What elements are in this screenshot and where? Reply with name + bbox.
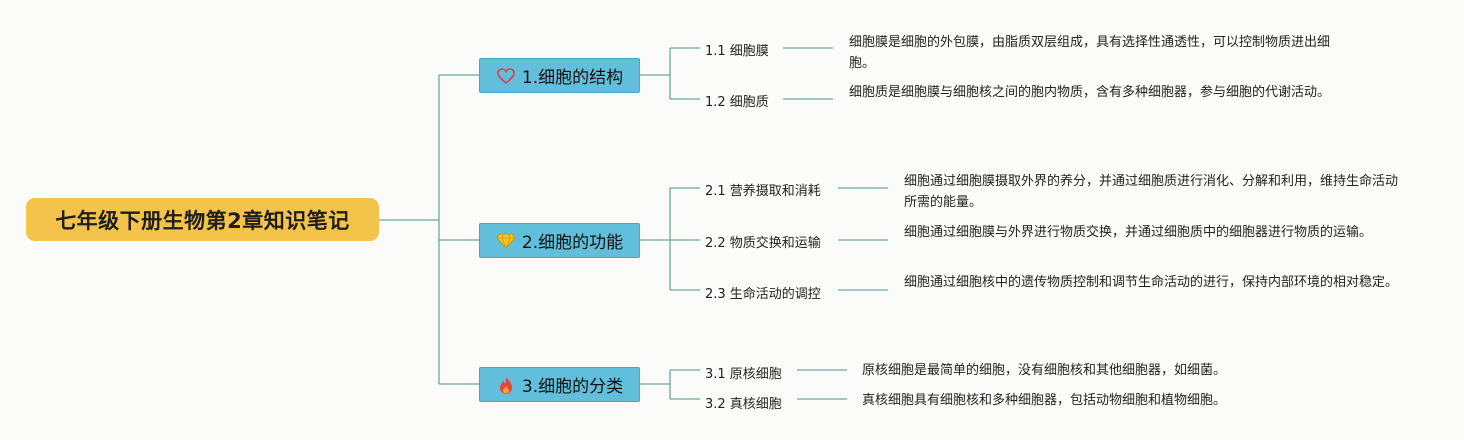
note-text: 细胞通过细胞膜摄取外界的养分，并通过细胞质进行消化、分解和利用，维持生命活动所需… <box>904 174 1399 210</box>
subtopic-prokaryote[interactable]: 3.1 原核细胞 <box>705 363 782 382</box>
heart-icon <box>496 66 516 86</box>
note-text: 细胞膜是细胞的外包膜，由脂质双层组成，具有选择性通透性，可以控制物质进出细胞。 <box>849 35 1331 71</box>
subtopic-label: 2.1 营养摄取和消耗 <box>705 184 821 199</box>
root-topic[interactable]: 七年级下册生物第2章知识笔记 <box>26 198 379 241</box>
subtopic-label: 3.1 原核细胞 <box>705 367 782 382</box>
note-prokaryote: 原核细胞是最简单的细胞，没有细胞核和其他细胞器，如细菌。 <box>862 360 1332 381</box>
subtopic-label: 2.2 物质交换和运输 <box>705 236 821 251</box>
subtopic-label: 1.1 细胞膜 <box>705 44 769 59</box>
subtopic-eukaryote[interactable]: 3.2 真核细胞 <box>705 393 782 412</box>
note-regulation: 细胞通过细胞核中的遗传物质控制和调节生命活动的进行，保持内部环境的相对稳定。 <box>904 272 1399 293</box>
branch-cell-function[interactable]: 2.细胞的功能 <box>479 223 640 258</box>
subtopic-cytoplasm[interactable]: 1.2 细胞质 <box>705 91 769 110</box>
subtopic-regulation[interactable]: 2.3 生命活动的调控 <box>705 283 821 302</box>
note-text: 真核细胞具有细胞核和多种细胞器，包括动物细胞和植物细胞。 <box>862 393 1227 408</box>
note-cell-membrane: 细胞膜是细胞的外包膜，由脂质双层组成，具有选择性通透性，可以控制物质进出细胞。 <box>849 32 1344 74</box>
fire-icon <box>496 375 516 395</box>
subtopic-cell-membrane[interactable]: 1.1 细胞膜 <box>705 40 769 59</box>
subtopic-nutrition[interactable]: 2.1 营养摄取和消耗 <box>705 180 821 199</box>
branch-title: 2.细胞的功能 <box>521 233 624 253</box>
note-text: 细胞通过细胞膜与外界进行物质交换，并通过细胞质中的细胞器进行物质的运输。 <box>904 225 1373 240</box>
note-cytoplasm: 细胞质是细胞膜与细胞核之间的胞内物质，含有多种细胞器，参与细胞的代谢活动。 <box>849 82 1344 103</box>
branch-cell-structure[interactable]: 1.细胞的结构 <box>479 58 640 93</box>
subtopic-label: 1.2 细胞质 <box>705 95 769 110</box>
note-text: 细胞通过细胞核中的遗传物质控制和调节生命活动的进行，保持内部环境的相对稳定。 <box>904 275 1399 290</box>
note-nutrition: 细胞通过细胞膜摄取外界的养分，并通过细胞质进行消化、分解和利用，维持生命活动所需… <box>904 171 1399 213</box>
subtopic-label: 2.3 生命活动的调控 <box>705 287 821 302</box>
subtopic-exchange[interactable]: 2.2 物质交换和运输 <box>705 232 821 251</box>
note-text: 细胞质是细胞膜与细胞核之间的胞内物质，含有多种细胞器，参与细胞的代谢活动。 <box>849 85 1331 100</box>
diamond-icon <box>496 231 516 251</box>
subtopic-label: 3.2 真核细胞 <box>705 397 782 412</box>
branch-title: 3.细胞的分类 <box>521 377 624 397</box>
note-exchange: 细胞通过细胞膜与外界进行物质交换，并通过细胞质中的细胞器进行物质的运输。 <box>904 222 1389 243</box>
branch-cell-classification[interactable]: 3.细胞的分类 <box>479 367 640 402</box>
root-title: 七年级下册生物第2章知识笔记 <box>55 208 350 233</box>
note-eukaryote: 真核细胞具有细胞核和多种细胞器，包括动物细胞和植物细胞。 <box>862 390 1332 411</box>
branch-title: 1.细胞的结构 <box>521 68 624 88</box>
note-text: 原核细胞是最简单的细胞，没有细胞核和其他细胞器，如细菌。 <box>862 363 1227 378</box>
